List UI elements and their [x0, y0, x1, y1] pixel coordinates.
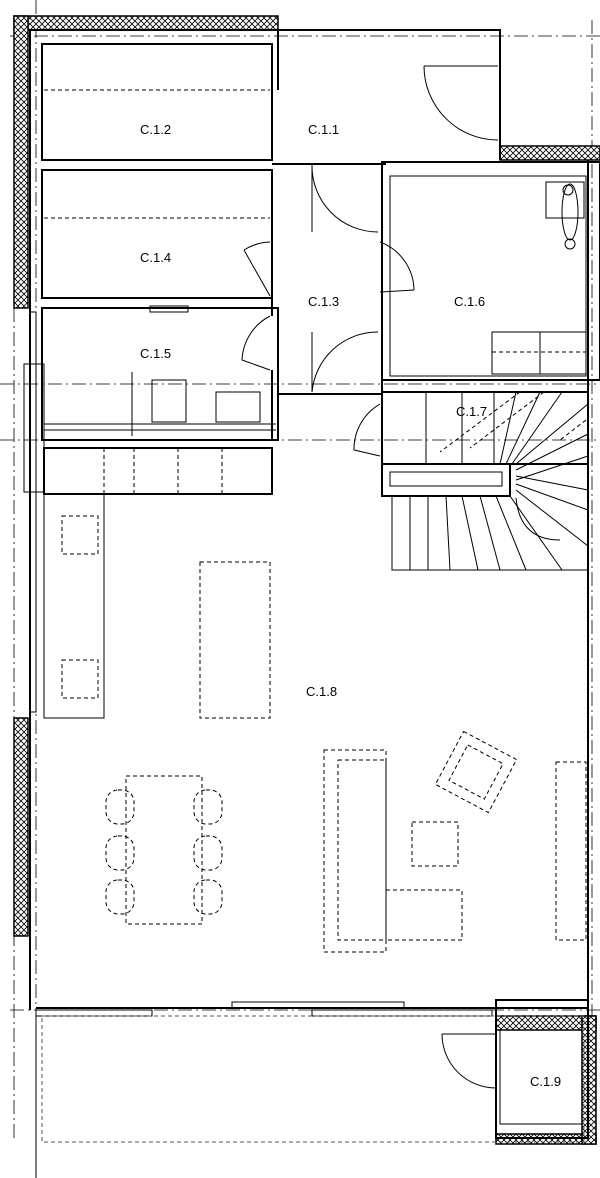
room-label-c11: C.1.1: [308, 122, 339, 137]
room-label-c14: C.1.4: [140, 250, 171, 265]
room-label-c12: C.1.2: [140, 122, 171, 137]
room-labels: C.1.2 C.1.1 C.1.4 C.1.3 C.1.6 C.1.5 C.1.…: [140, 122, 561, 1089]
room-label-c15: C.1.5: [140, 346, 171, 361]
room-label-c19: C.1.9: [530, 1074, 561, 1089]
furniture: [44, 89, 587, 953]
exterior-insulation-walls: [13, 15, 600, 1145]
doors: [241, 65, 499, 1089]
staircase: [391, 391, 589, 571]
room-label-c13: C.1.3: [308, 294, 339, 309]
room-label-c18: C.1.8: [306, 684, 337, 699]
room-label-c16: C.1.6: [454, 294, 485, 309]
room-label-c17: C.1.7: [456, 404, 487, 419]
walls: [23, 29, 600, 1178]
